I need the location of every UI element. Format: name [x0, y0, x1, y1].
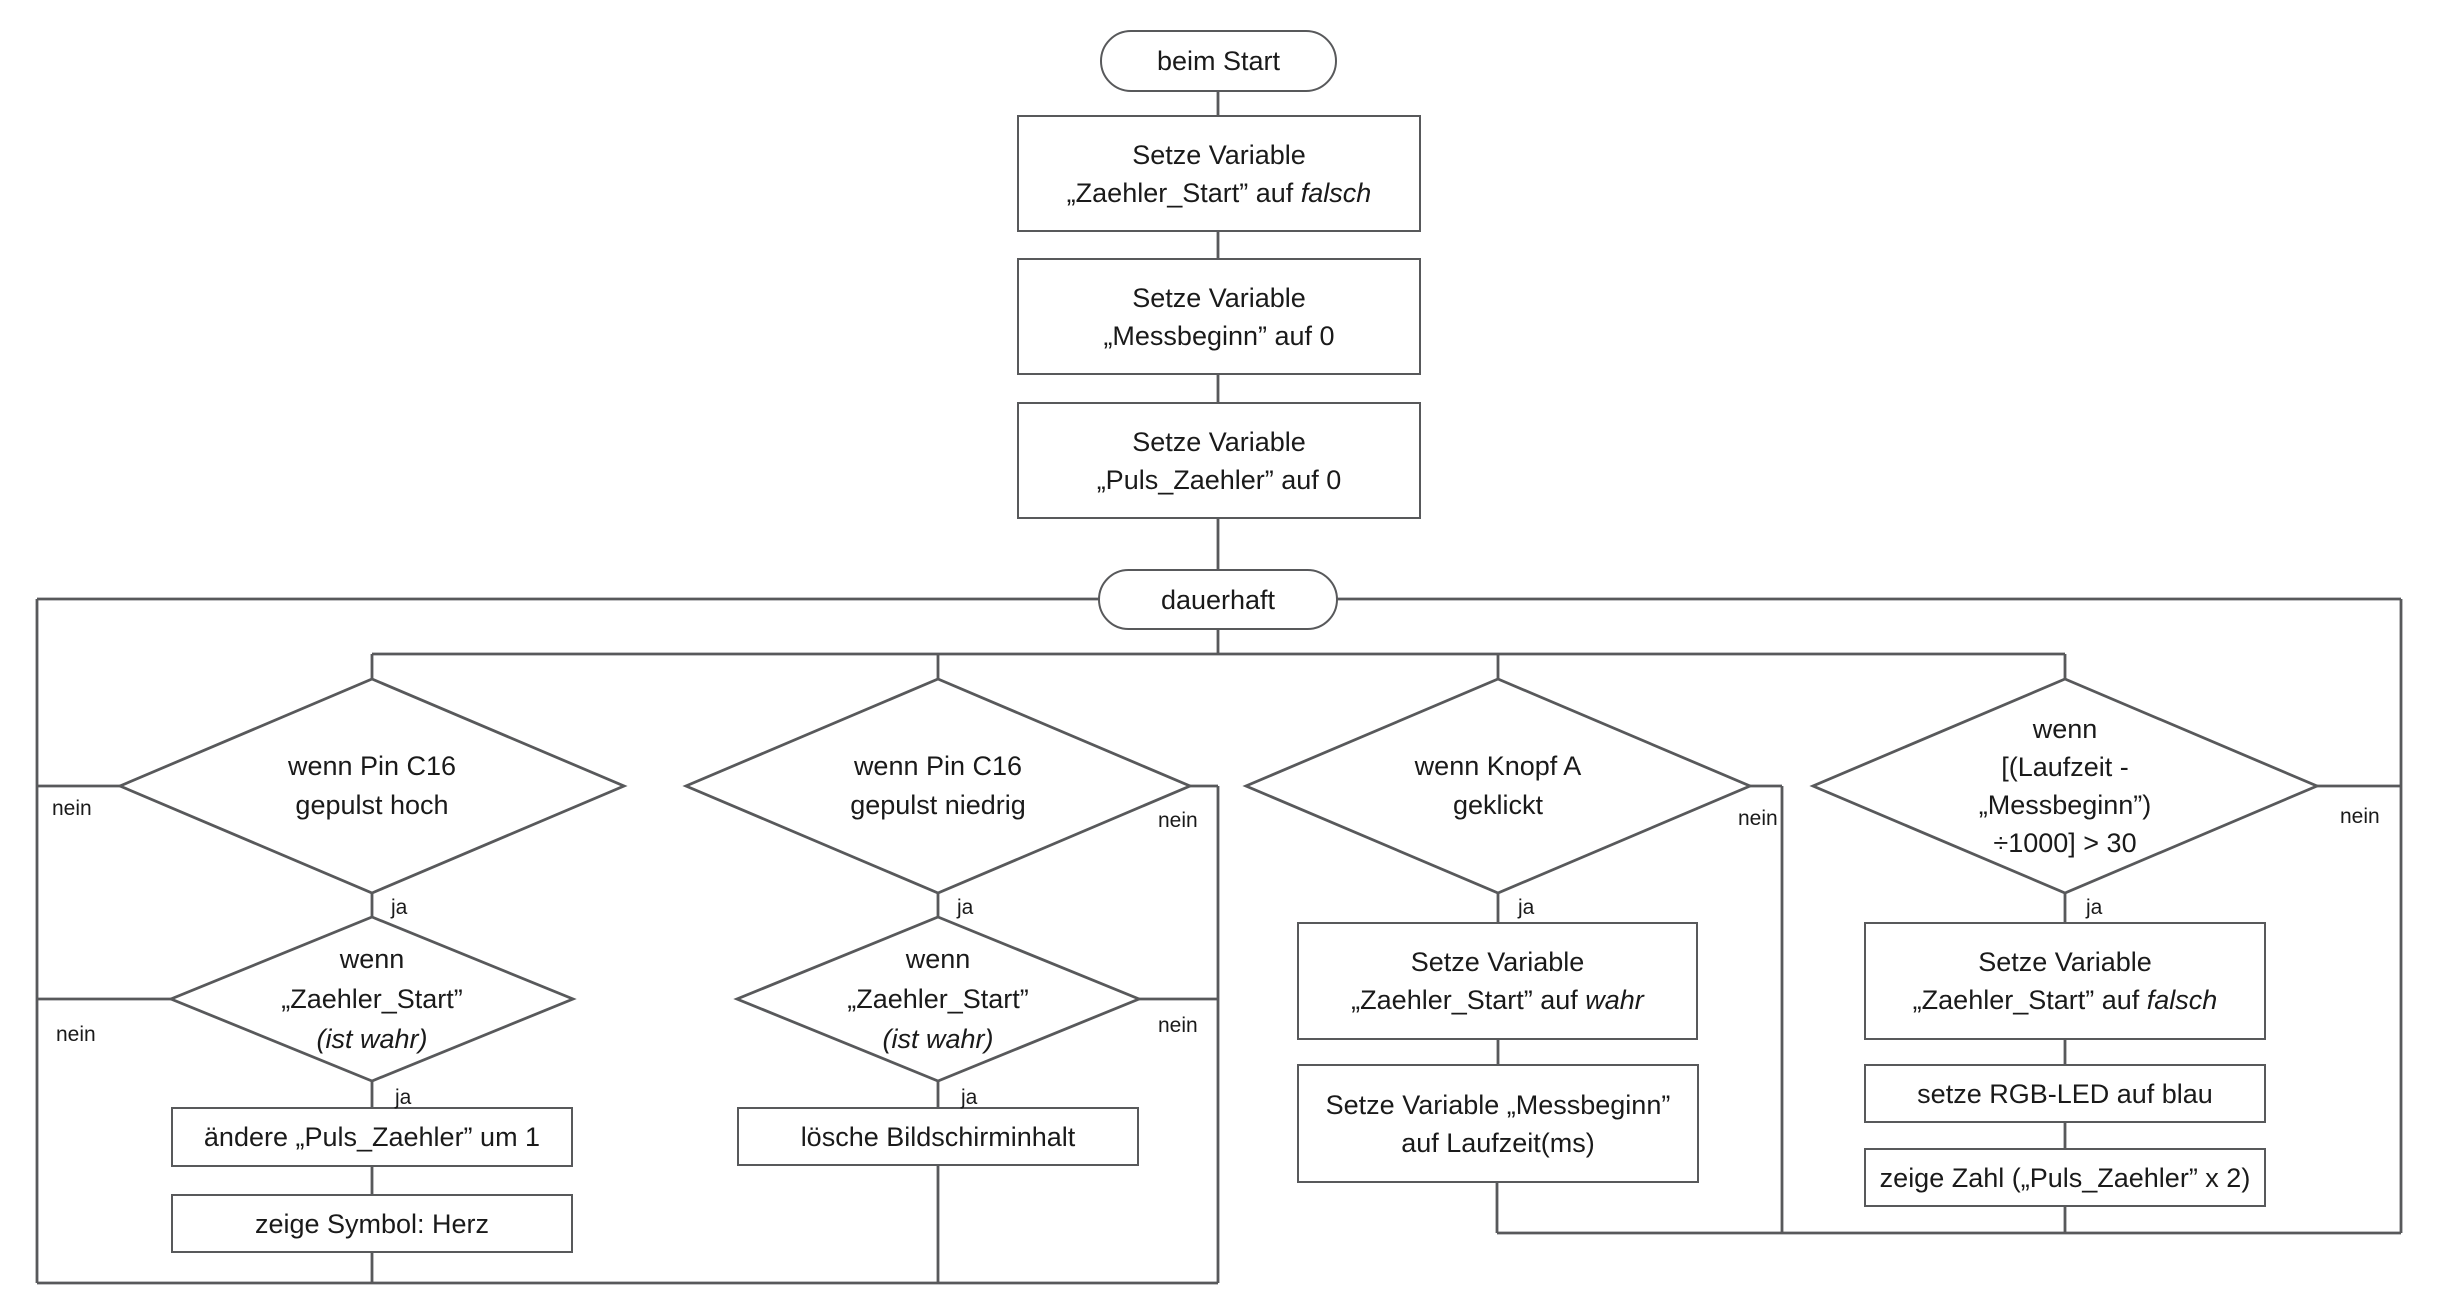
process-line: ändere „Puls_Zaehler” um 1 [203, 1122, 541, 1152]
decision-line: gepulst niedrig [850, 790, 1026, 820]
edge-label-ja-2b: ja [961, 1086, 978, 1109]
decision-line: „Zaehler_Start” [847, 984, 1029, 1014]
process-show-number: zeige Zahl („Puls_Zaehler” x 2) [1864, 1148, 2266, 1207]
loop-node: dauerhaft [1098, 569, 1338, 630]
edge-label-ja-2: ja [957, 896, 974, 919]
process-line: „Puls_Zaehler” auf 0 [1096, 464, 1342, 495]
decision-text-zaehler-start-2: wenn „Zaehler_Start” (ist wahr) [847, 939, 1029, 1059]
process-line: Setze Variable [1132, 426, 1306, 457]
decision-diamond-zaehler-start-2 [733, 915, 1143, 1083]
process-line-text: „Zaehler_Start” auf [1912, 985, 2147, 1015]
edge-label-ja-1b: ja [395, 1086, 412, 1109]
loop-node-label: dauerhaft [1160, 584, 1276, 615]
edge-label-ja-1: ja [391, 896, 408, 919]
edge-label-nein-1b: nein [56, 1023, 96, 1046]
decision-line: „Messbeginn”) [1978, 790, 2152, 820]
start-node: beim Start [1100, 30, 1337, 92]
edge-label-nein-1: nein [52, 797, 92, 820]
decision-line: [(Laufzeit - [2001, 752, 2129, 782]
process-line-italic: falsch [2146, 985, 2218, 1015]
decision-line: wenn Pin C16 [853, 751, 1023, 781]
process-line: zeige Zahl („Puls_Zaehler” x 2) [1879, 1162, 2251, 1193]
decision-text-zaehler-start-1: wenn „Zaehler_Start” (ist wahr) [281, 939, 463, 1059]
process-set-rgb-led-blue: setze RGB-LED auf blau [1864, 1064, 2266, 1123]
process-set-messbeginn-laufzeit: Setze Variable „Messbeginn” auf Laufzeit… [1297, 1064, 1699, 1183]
decision-line: wenn Knopf A [1414, 751, 1582, 781]
decision-diamond-pin-c16-low [682, 677, 1194, 895]
decision-diamonds [116, 677, 2321, 1083]
edge-label-ja-4: ja [2086, 896, 2103, 919]
edge-label-nein-3: nein [1738, 807, 1778, 830]
decision-line: wenn [905, 944, 971, 974]
decision-text-runtime: wenn [(Laufzeit - „Messbeginn”) ÷1000] >… [1979, 710, 2152, 862]
process-set-zaehler-start-wahr: Setze Variable „Zaehler_Start” auf wahr [1297, 922, 1698, 1040]
decision-diamond-pin-c16-high [116, 677, 628, 895]
process-line: Setze Variable [1410, 947, 1585, 977]
process-set-puls-zaehler-0: Setze Variable „Puls_Zaehler” auf 0 [1017, 402, 1421, 519]
process-line: Setze Variable [1978, 947, 2152, 977]
process-line-italic: wahr [1585, 985, 1644, 1015]
edge-label-nein-2b: nein [1158, 1014, 1198, 1037]
process-line: lösche Bildschirminhalt [800, 1121, 1076, 1152]
process-set-messbeginn-0: Setze Variable „Messbeginn” auf 0 [1017, 258, 1421, 375]
process-line: setze RGB-LED auf blau [1917, 1078, 2213, 1109]
start-node-label: beim Start [1156, 46, 1281, 76]
process-line: „Zaehler_Start” auf wahr [1351, 981, 1644, 1019]
process-line: auf Laufzeit(ms) [1401, 1127, 1595, 1158]
decision-diamond-button-a [1242, 677, 1754, 895]
decision-line-italic: (ist wahr) [316, 1024, 428, 1054]
edge-label-nein-2: nein [1158, 809, 1198, 832]
process-line-italic: falsch [1300, 177, 1372, 208]
decision-diamond-zaehler-start-1 [167, 915, 577, 1083]
process-line: Setze Variable [1132, 282, 1306, 313]
decision-line: gepulst hoch [295, 790, 449, 820]
process-set-zaehler-start-falsch-2: Setze Variable „Zaehler_Start” auf falsc… [1864, 922, 2266, 1040]
decision-text-pin-c16-low: wenn Pin C16 gepulst niedrig [850, 747, 1026, 825]
process-show-symbol-heart: zeige Symbol: Herz [171, 1194, 573, 1253]
process-line: „Zaehler_Start” auf falsch [1913, 981, 2218, 1019]
decision-line: geklickt [1452, 790, 1544, 820]
decision-line: wenn [2032, 714, 2098, 744]
decision-line-italic: (ist wahr) [882, 1024, 994, 1054]
process-line: zeige Symbol: Herz [254, 1208, 490, 1239]
edge-label-ja-3: ja [1518, 896, 1535, 919]
process-line: „Messbeginn” auf 0 [1103, 320, 1335, 351]
process-line-text: „Zaehler_Start” auf [1066, 177, 1301, 208]
process-clear-screen: lösche Bildschirminhalt [737, 1107, 1139, 1166]
process-line: Setze Variable [1132, 139, 1306, 170]
process-set-zaehler-start-falsch: Setze Variable „Zaehler_Start” auf falsc… [1017, 115, 1421, 232]
decision-text-button-a: wenn Knopf A geklickt [1415, 747, 1582, 825]
process-line: Setze Variable „Messbeginn” [1325, 1089, 1671, 1120]
decision-text-pin-c16-high: wenn Pin C16 gepulst hoch [288, 747, 456, 825]
decision-diamond-runtime [1809, 677, 2321, 895]
decision-line: wenn Pin C16 [287, 751, 457, 781]
decision-line: ÷1000] > 30 [1993, 828, 2137, 858]
decision-line: wenn [339, 944, 405, 974]
process-line-text: „Zaehler_Start” auf [1351, 985, 1586, 1015]
edge-label-nein-4: nein [2340, 805, 2380, 828]
decision-line: „Zaehler_Start” [281, 984, 463, 1014]
process-change-puls-zaehler: ändere „Puls_Zaehler” um 1 [171, 1107, 573, 1167]
process-line: „Zaehler_Start” auf falsch [1067, 174, 1372, 212]
